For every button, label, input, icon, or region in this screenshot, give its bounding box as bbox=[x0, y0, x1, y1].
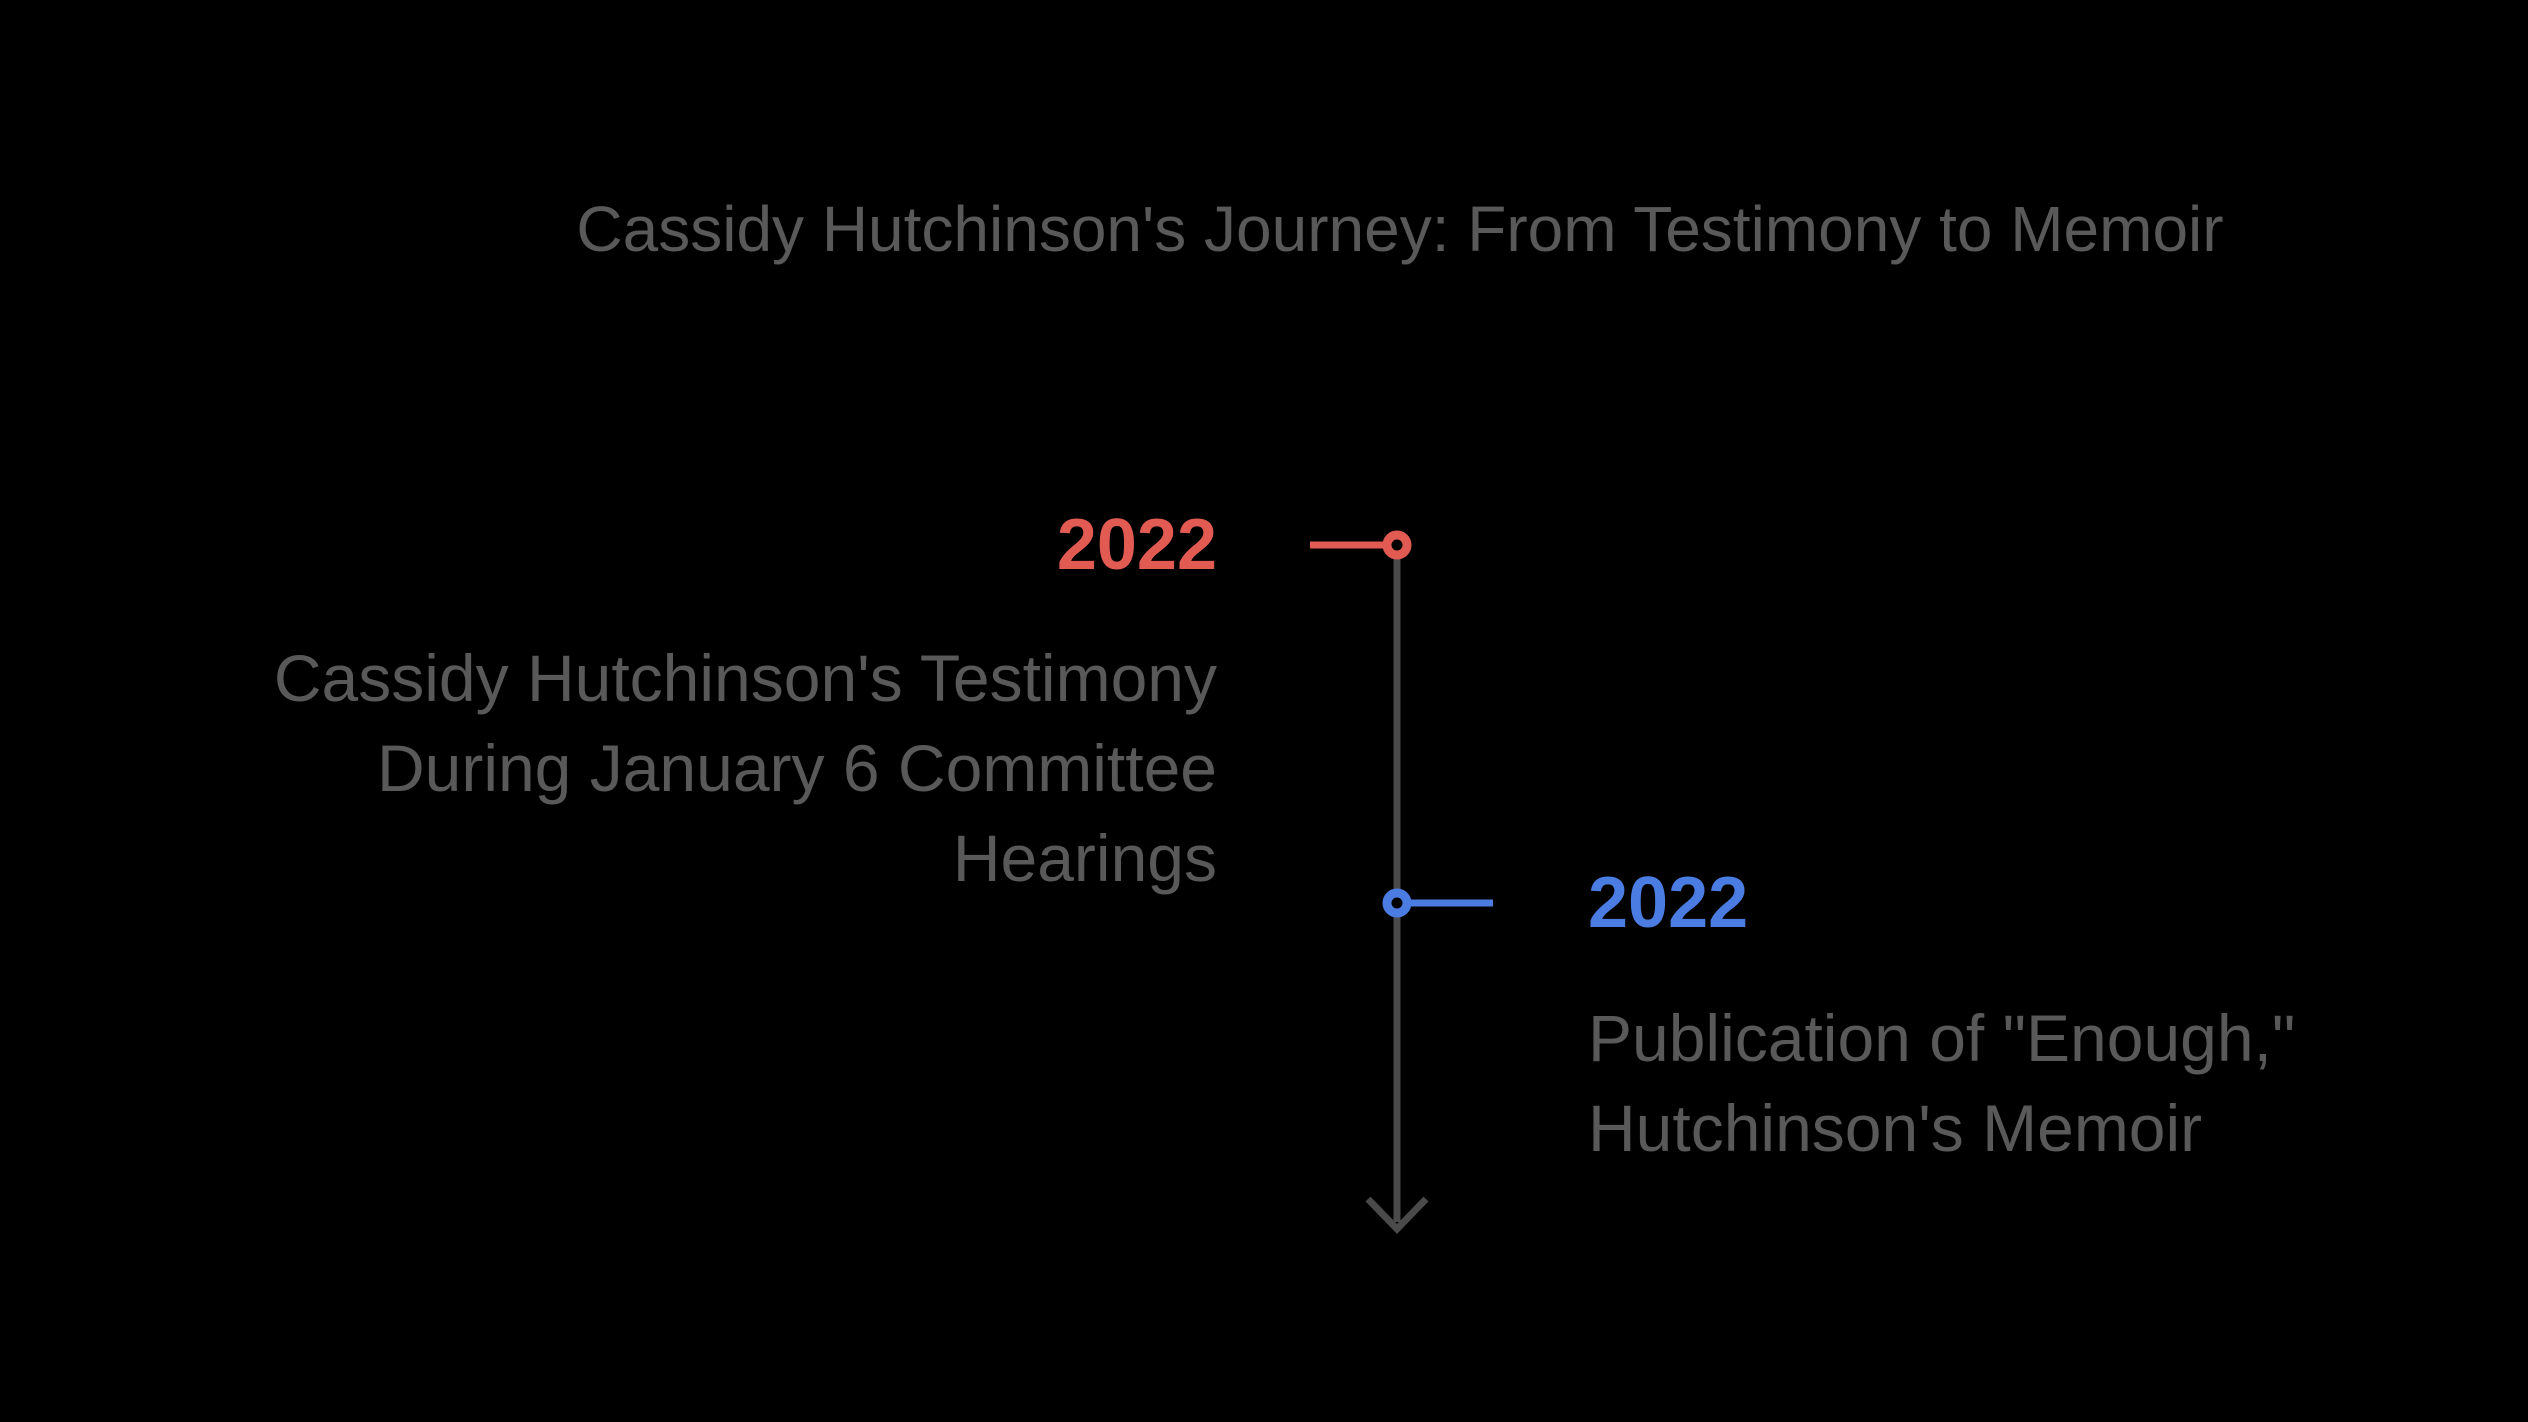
event-node-circle-right bbox=[1382, 888, 1412, 918]
event-node-circle-left bbox=[1382, 530, 1412, 560]
event-year-label: 2022 bbox=[1588, 863, 1749, 943]
event-year-label: 2022 bbox=[1056, 505, 1217, 585]
event-description: Publication of "Enough," Hutchinson's Me… bbox=[1588, 1001, 2296, 1165]
page-title: Cassidy Hutchinson's Journey: From Testi… bbox=[576, 193, 2224, 265]
event-description: Cassidy Hutchinson's Testimony During Ja… bbox=[273, 641, 1217, 895]
arrow-down-icon bbox=[1365, 1196, 1429, 1235]
